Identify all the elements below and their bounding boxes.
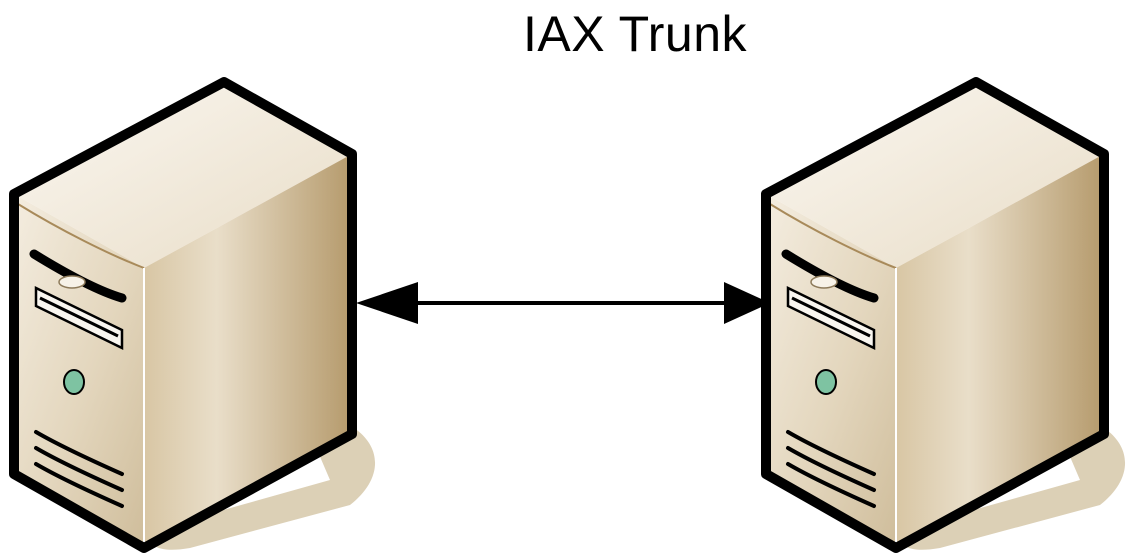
server-right-outline: [761, 77, 1109, 553]
server-right-edge-curve: [769, 203, 897, 269]
arrowhead-right-icon: [724, 282, 770, 324]
server-left-outline: [9, 77, 357, 553]
server-left-drive-button: [58, 275, 86, 289]
server-left-vents: [34, 430, 124, 508]
server-right-power-led: [815, 369, 837, 395]
server-right-vents: [786, 430, 876, 508]
arrowhead-left-icon: [356, 282, 418, 324]
server-right: [761, 77, 1126, 553]
server-right-top: [766, 82, 1104, 268]
server-right-drive-tray-line: [791, 296, 871, 338]
trunk-connection: [356, 282, 770, 324]
server-right-drive-button: [810, 275, 838, 289]
server-left: [9, 77, 376, 553]
server-left-edge-curve: [17, 203, 145, 269]
server-right-side: [896, 154, 1104, 548]
server-left-drive-tray-line: [39, 296, 119, 338]
server-left-power-led: [63, 369, 85, 395]
server-left-top: [14, 82, 352, 268]
diagram-title: IAX Trunk: [522, 6, 748, 62]
server-left-side: [144, 154, 352, 548]
